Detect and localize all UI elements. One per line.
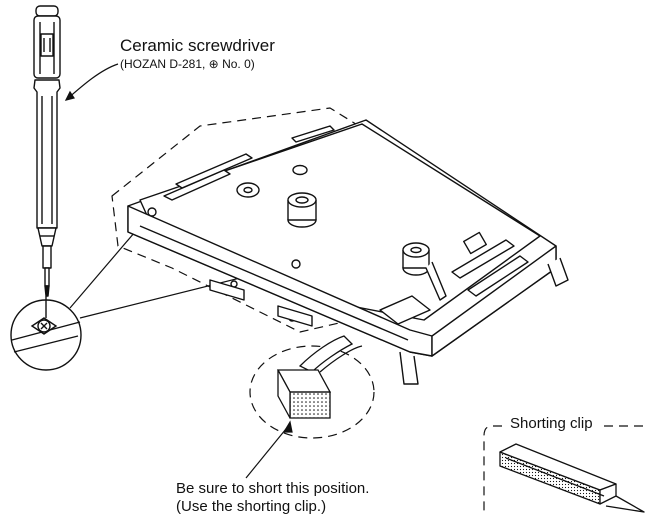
flex-connector-icon xyxy=(249,335,375,439)
ceramic-screwdriver-icon xyxy=(33,5,61,297)
screw-detail-magnifier-icon xyxy=(10,296,82,371)
screwdriver-label: Ceramic screwdriver xyxy=(120,36,275,55)
short-instruction-line2: (Use the shorting clip.) xyxy=(176,498,327,515)
shorting-clip-icon xyxy=(499,443,645,513)
connector-leader xyxy=(245,420,293,479)
screwdriver-leader xyxy=(64,63,119,101)
screwdriver-spec-label: (HOZAN D-281, ⊕ No. 0) xyxy=(120,57,255,71)
shorting-clip-box xyxy=(483,425,648,512)
shorting-clip-label: Shorting clip xyxy=(510,415,593,432)
short-instruction-line1: Be sure to short this position. xyxy=(176,480,370,497)
cd-mechanism-assembly-icon xyxy=(111,107,569,385)
